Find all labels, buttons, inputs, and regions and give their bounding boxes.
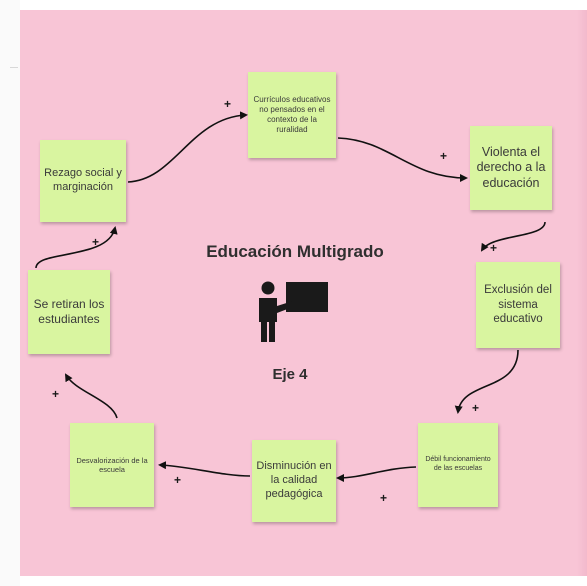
arrow-exclusion-to-debil xyxy=(454,349,519,414)
arrow-violenta-to-exclusion xyxy=(480,221,546,252)
note-text: Currículos educativos no pensados en el … xyxy=(253,95,331,134)
note-text: Débil funcionamiento de las escuelas xyxy=(425,456,491,472)
arrow-retiran-to-rezago xyxy=(35,226,118,269)
plus-sign: + xyxy=(490,241,497,255)
sticky-note-debil-funcionamiento[interactable]: Débil funcionamiento de las escuelas xyxy=(418,423,498,507)
arrow-disminucion-to-desvalorizacion xyxy=(158,461,251,477)
plus-sign: + xyxy=(92,235,99,249)
note-text: Desvalorización de la escuela xyxy=(76,455,148,474)
teacher-board-icon xyxy=(259,281,328,342)
sticky-note-violenta-derecho[interactable]: Violenta el derecho a la educación xyxy=(470,126,552,210)
diagram-title: Educación Multigrado xyxy=(206,242,384,261)
panel-divider xyxy=(10,67,18,68)
note-text: Se retiran los estudiantes xyxy=(33,297,105,326)
diagram-subtitle: Eje 4 xyxy=(272,366,308,383)
canvas-bottom-margin xyxy=(20,576,587,586)
note-text: Disminución en la calidad pedagógica xyxy=(256,460,332,500)
arrow-debil-to-disminucion xyxy=(336,466,417,482)
sticky-note-se-retiran[interactable]: Se retiran los estudiantes xyxy=(28,270,110,354)
arrow-desvalorizacion-to-retiran xyxy=(64,373,118,419)
sticky-note-desvalorizacion[interactable]: Desvalorización de la escuela xyxy=(70,423,154,507)
arrow-curriculos-to-violenta xyxy=(337,137,468,182)
canvas-edge xyxy=(577,10,587,576)
sticky-note-disminucion-calidad[interactable]: Disminución en la calidad pedagógica xyxy=(252,440,336,522)
sticky-note-exclusion[interactable]: Exclusión del sistema educativo xyxy=(476,262,560,348)
note-text: Rezago social y marginación xyxy=(44,167,122,193)
plus-sign: + xyxy=(380,491,387,505)
plus-sign: + xyxy=(440,149,447,163)
sticky-note-rezago-social[interactable]: Rezago social y marginación xyxy=(40,140,126,222)
left-panel-strip xyxy=(0,0,20,586)
plus-sign: + xyxy=(224,97,231,111)
plus-sign: + xyxy=(174,473,181,487)
plus-sign: + xyxy=(472,401,479,415)
plus-sign: + xyxy=(52,387,59,401)
note-text: Exclusión del sistema educativo xyxy=(484,284,552,326)
sticky-note-curriculos[interactable]: Currículos educativos no pensados en el … xyxy=(248,72,336,158)
arrow-rezago-to-curriculos xyxy=(127,111,248,183)
note-text: Violenta el derecho a la educación xyxy=(476,144,546,190)
